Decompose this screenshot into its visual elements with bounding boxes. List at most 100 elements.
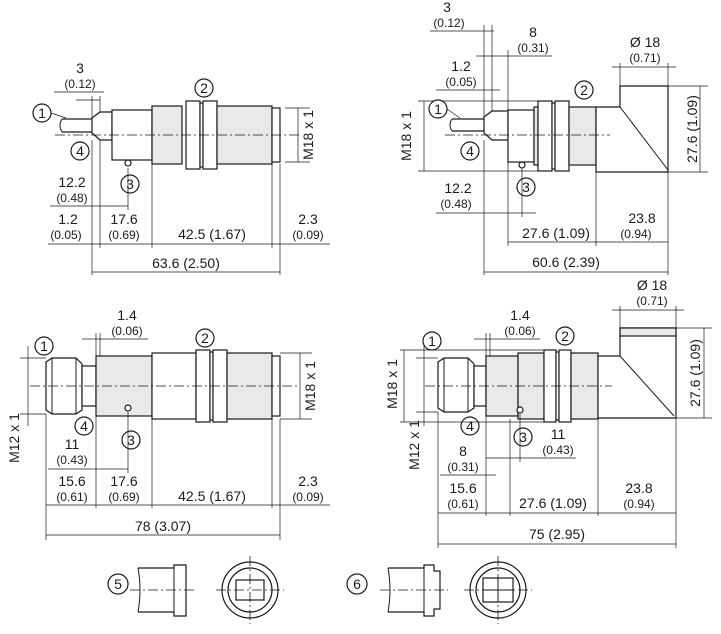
led-indicator — [516, 406, 524, 414]
svg-text:(0.05): (0.05) — [50, 228, 81, 242]
marker-1 — [34, 336, 54, 356]
dim-a-2-3: 2.3 — [298, 211, 318, 227]
svg-text:3: 3 — [126, 176, 134, 192]
svg-text:1: 1 — [38, 105, 46, 121]
marker-3 — [513, 427, 533, 447]
cable-gland — [483, 110, 509, 141]
svg-text:2: 2 — [201, 330, 209, 346]
marker-2 — [195, 328, 215, 348]
marker-4 — [70, 141, 90, 161]
svg-text:3: 3 — [127, 432, 135, 448]
svg-text:(0.61): (0.61) — [447, 497, 478, 511]
marker-5 — [107, 573, 129, 595]
dim-d-11: 11 — [551, 426, 566, 442]
detail-6-face: 6 — [346, 556, 532, 624]
dim-a-3-inch: (0.12) — [64, 77, 95, 91]
led-indicator — [124, 159, 132, 167]
thread-m12: M12 x 1 — [6, 413, 22, 463]
marker-2 — [555, 326, 575, 346]
dim-a-17-6: 17.6 — [110, 211, 137, 227]
cable — [449, 118, 484, 132]
svg-text:4: 4 — [80, 418, 88, 434]
dim-a-42-5: 42.5 (1.67) — [178, 226, 246, 242]
detail-6-side — [388, 564, 441, 617]
svg-text:4: 4 — [466, 143, 474, 159]
thread-m18: M18 x 1 — [302, 361, 318, 411]
svg-text:(0.09): (0.09) — [292, 228, 323, 242]
dim-b-23-8: 23.8 — [628, 210, 655, 226]
marker-4 — [460, 416, 480, 436]
dim-d-1-4: 1.4 — [510, 307, 530, 323]
angled-head — [595, 85, 669, 173]
dim-d-15-6: 15.6 — [449, 480, 476, 496]
dim-d-75: 75 (2.95) — [529, 526, 585, 542]
svg-text:5: 5 — [114, 576, 122, 592]
dim-a-12-2: 12.2 — [58, 174, 85, 190]
thread-m18: M18 x 1 — [384, 359, 400, 409]
thread-m18: M18 x 1 — [398, 111, 414, 161]
led-indicator — [518, 161, 526, 169]
svg-text:(0.31): (0.31) — [447, 460, 478, 474]
marker-2 — [574, 80, 594, 100]
svg-text:2: 2 — [200, 80, 208, 96]
dim-b-1-2: 1.2 — [451, 58, 471, 74]
svg-text:1: 1 — [428, 333, 436, 349]
svg-text:(0.09): (0.09) — [292, 490, 323, 504]
dim-b-12-2: 12.2 — [444, 180, 471, 196]
m12-connector — [45, 357, 83, 415]
view-d-angled-connector: Ø 18 (0.71) 27.6 (1.09) 1.4 (0.06) 1 2 4… — [384, 277, 712, 548]
marker-6 — [346, 573, 368, 595]
dim-c-11: 11 — [65, 436, 80, 452]
nut-1 — [537, 100, 553, 172]
dim-b-27-6: 27.6 (1.09) — [522, 225, 590, 241]
dim-a-63-6: 63.6 (2.50) — [152, 255, 220, 271]
detail-5-face: 5 — [107, 556, 284, 624]
dim-c-78: 78 (3.07) — [135, 518, 191, 534]
dim-d-23-8: 23.8 — [625, 480, 652, 496]
marker-4 — [460, 141, 480, 161]
marker-3 — [121, 430, 141, 450]
marker-3 — [120, 174, 140, 194]
svg-text:3: 3 — [519, 429, 527, 445]
svg-text:(0.06): (0.06) — [504, 324, 535, 338]
svg-text:6: 6 — [353, 576, 361, 592]
cable-gland — [91, 111, 113, 141]
svg-text:(0.48): (0.48) — [56, 191, 87, 205]
dim-d-phi18: Ø 18 — [637, 277, 668, 293]
svg-text:(0.71): (0.71) — [636, 294, 667, 308]
view-c-straight-connector: 1.4 (0.06) 1 2 4 3 M12 x 1 M18 x 1 11 (0… — [6, 307, 330, 540]
svg-text:1: 1 — [40, 338, 48, 354]
svg-text:(0.69): (0.69) — [108, 490, 139, 504]
dim-d-27-6: 27.6 (1.09) — [519, 495, 587, 511]
detail-5-side — [138, 564, 187, 617]
m12-connector — [437, 357, 475, 413]
dim-b-phi18: Ø 18 — [630, 34, 661, 50]
svg-text:1: 1 — [434, 101, 442, 117]
dim-a-1-2: 1.2 — [58, 211, 78, 227]
dim-c-2-3: 2.3 — [298, 473, 318, 489]
dim-c-1-4: 1.4 — [117, 307, 137, 323]
dim-a-3: 3 — [76, 60, 84, 76]
svg-text:(0.94): (0.94) — [620, 227, 651, 241]
svg-text:(0.31): (0.31) — [517, 41, 548, 55]
svg-text:(0.06): (0.06) — [111, 324, 142, 338]
led-indicator — [124, 404, 132, 412]
dim-c-17-6: 17.6 — [110, 473, 137, 489]
dim-d-8: 8 — [459, 443, 467, 459]
svg-text:4: 4 — [466, 418, 474, 434]
svg-text:(0.61): (0.61) — [56, 490, 87, 504]
thread-m18: M18 x 1 — [300, 110, 316, 160]
dim-b-3: 3 — [443, 0, 451, 15]
marker-3 — [516, 177, 536, 197]
view-a-straight-cable: 3 (0.12) 1 4 2 3 M18 x 1 12.2 (0.48) 1.2… — [32, 60, 330, 275]
svg-text:4: 4 — [76, 143, 84, 159]
nut-2 — [554, 100, 570, 172]
dim-d-27-6-vertical: 27.6 (1.09) — [687, 339, 703, 407]
dim-c-42-5: 42.5 (1.67) — [178, 488, 246, 504]
svg-text:2: 2 — [561, 328, 569, 344]
svg-text:(0.05): (0.05) — [445, 75, 476, 89]
dim-b-60-6: 60.6 (2.39) — [532, 254, 600, 270]
dim-b-8: 8 — [529, 24, 537, 40]
cable — [59, 118, 92, 133]
